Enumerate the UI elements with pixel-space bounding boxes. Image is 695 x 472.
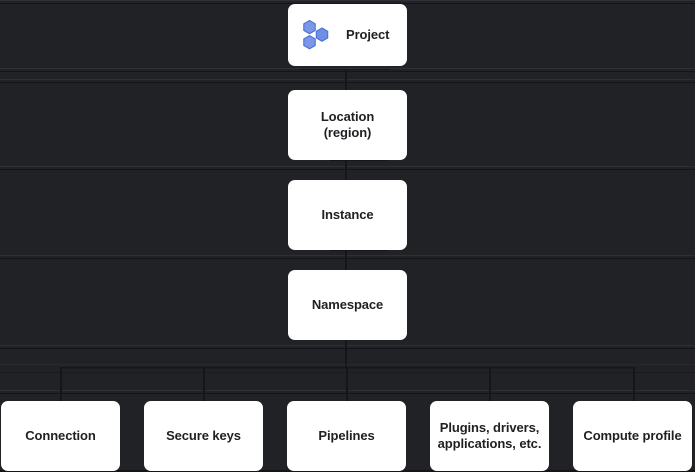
background-band-separator xyxy=(0,71,695,72)
connector-drop-pipelines xyxy=(346,367,348,401)
node-project[interactable]: Project xyxy=(288,4,407,66)
node-location[interactable]: Location (region) xyxy=(288,90,407,160)
node-label: Plugins, drivers, applications, etc. xyxy=(437,420,542,451)
background-band-separator xyxy=(0,364,695,365)
background-band-separator xyxy=(0,258,695,259)
node-namespace[interactable]: Namespace xyxy=(288,270,407,340)
background-band-separator xyxy=(0,345,695,346)
hexagon-cluster-icon xyxy=(303,19,329,50)
node-label: Instance xyxy=(321,207,374,223)
connector-instance-namespace-bar xyxy=(330,250,388,251)
node-pipelines[interactable]: Pipelines xyxy=(287,401,406,471)
connector-resource-bus-highlight xyxy=(60,368,635,369)
background-band-separator xyxy=(0,255,695,256)
node-plugins[interactable]: Plugins, drivers, applications, etc. xyxy=(430,401,549,471)
connector-location-instance xyxy=(345,160,347,180)
node-label: Pipelines xyxy=(318,428,375,444)
node-label: Location (region) xyxy=(320,109,375,140)
background-band-separator xyxy=(0,348,695,349)
connector-resource-bus xyxy=(60,367,635,369)
background-band-separator xyxy=(0,79,695,80)
connector-drop-compute-profile xyxy=(633,367,635,401)
background-band-separator xyxy=(0,0,695,1)
node-connection[interactable]: Connection xyxy=(1,401,120,471)
background-band-separator xyxy=(0,68,695,69)
connector-drop-plugins xyxy=(489,367,491,401)
background-band-separator xyxy=(0,169,695,170)
connector-location-instance-bar xyxy=(330,160,388,161)
connector-project-location-bar xyxy=(300,69,390,70)
node-label: Compute profile xyxy=(583,428,682,444)
connector-instance-namespace xyxy=(345,250,347,270)
background-band-separator xyxy=(0,166,695,167)
connector-namespace-drop xyxy=(345,340,347,368)
background-band-separator xyxy=(0,393,695,394)
node-label: Namespace xyxy=(311,297,384,313)
connector-drop-secure-keys xyxy=(203,367,205,401)
connector-project-location xyxy=(345,69,347,90)
node-label: Project xyxy=(346,27,390,43)
node-secure-keys[interactable]: Secure keys xyxy=(144,401,263,471)
node-label: Connection xyxy=(25,428,96,444)
node-compute-profile[interactable]: Compute profile xyxy=(573,401,692,471)
background-band-separator xyxy=(0,390,695,391)
node-label: Secure keys xyxy=(166,428,241,444)
background-band-separator xyxy=(0,372,695,373)
connector-drop-connection xyxy=(60,367,62,401)
node-instance[interactable]: Instance xyxy=(288,180,407,250)
background-band-separator xyxy=(0,82,695,83)
